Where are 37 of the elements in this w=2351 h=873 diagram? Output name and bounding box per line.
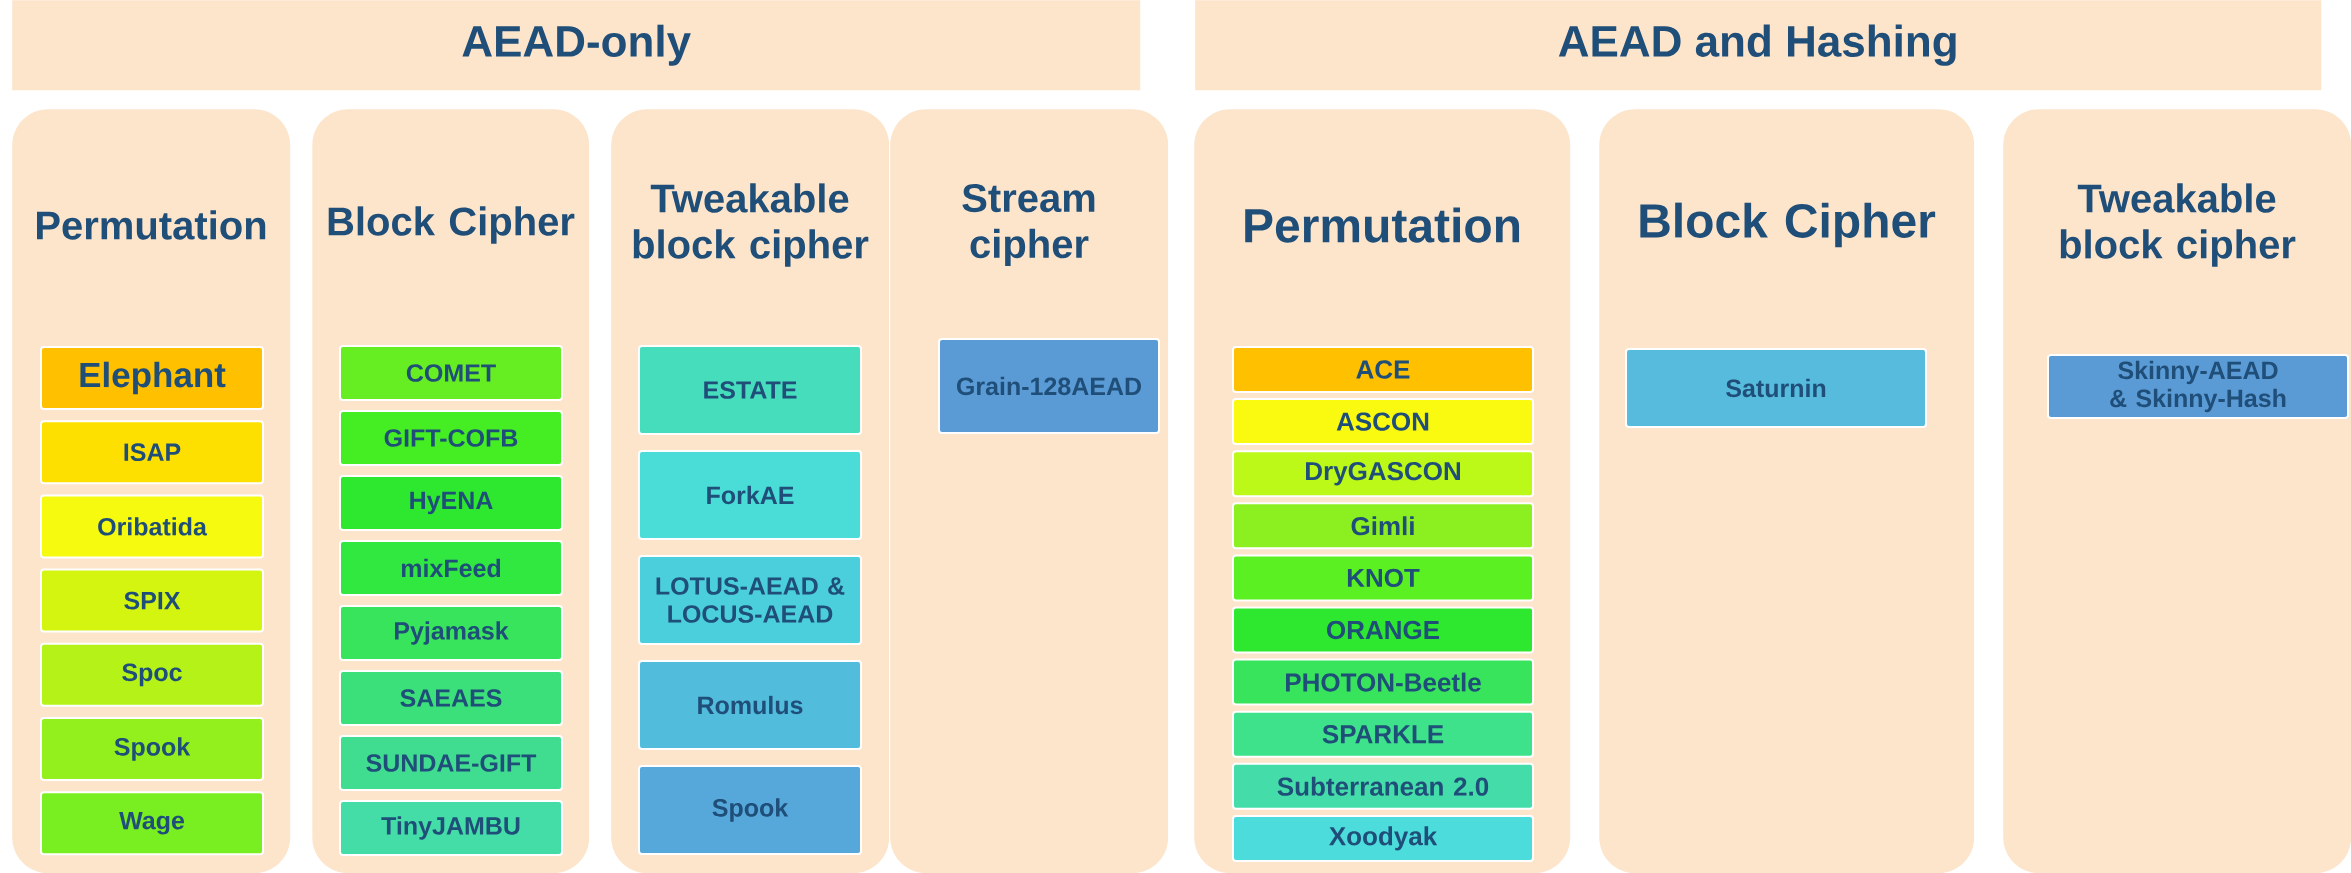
algorithm-box: Skinny-AEAD & Skinny-Hash — [2047, 354, 2350, 419]
algorithm-box: Romulus — [638, 660, 862, 750]
algorithm-box: KNOT — [1232, 554, 1534, 602]
algorithm-box: DryGASCON — [1232, 450, 1534, 498]
algorithm-box: ISAP — [40, 420, 264, 485]
algorithm-box: Spook — [638, 765, 862, 855]
algorithm-box: mixFeed — [339, 540, 563, 596]
category-header: AEAD and Hashing — [1195, 0, 2322, 91]
algorithm-box: SAEAES — [339, 670, 563, 726]
algorithm-box: COMET — [339, 345, 563, 401]
category-header: AEAD-only — [12, 0, 1141, 91]
algorithm-box: Elephant — [40, 346, 264, 410]
algorithm-box: Subterranean 2.0 — [1232, 762, 1534, 810]
algorithm-box: HyENA — [339, 475, 563, 531]
algorithm-box: Xoodyak — [1232, 814, 1534, 862]
algorithm-box: SPARKLE — [1232, 710, 1534, 758]
node-label: Stream cipher — [962, 183, 1095, 267]
algorithm-box: PHOTON-Beetle — [1232, 658, 1534, 706]
algorithm-box: Saturnin — [1625, 348, 1927, 428]
algorithm-box: SPIX — [40, 568, 264, 633]
algorithm-box: Pyjamask — [339, 605, 563, 661]
node-label: Tweakable block cipher — [633, 183, 869, 267]
algorithm-box: Wage — [40, 791, 264, 856]
algorithm-box: ESTATE — [638, 345, 862, 435]
algorithm-box: ORANGE — [1232, 606, 1534, 654]
algorithm-box: LOTUS-AEAD & LOCUS-AEAD — [638, 555, 862, 645]
algorithm-box: SUNDAE-GIFT — [339, 735, 563, 791]
algorithm-box: TinyJAMBU — [339, 800, 563, 856]
algorithm-box: GIFT-COFB — [339, 410, 563, 466]
algorithm-box: ACE — [1232, 346, 1534, 393]
algorithm-box: Oribatida — [40, 494, 264, 559]
algorithm-box: ForkAE — [638, 450, 862, 540]
algorithm-box: Spook — [40, 717, 264, 781]
algorithm-box: Gimli — [1232, 502, 1534, 550]
algorithm-box: Grain-128AEAD — [938, 338, 1160, 434]
algorithm-box: ASCON — [1232, 398, 1534, 446]
algorithm-box: Spoc — [40, 642, 264, 707]
